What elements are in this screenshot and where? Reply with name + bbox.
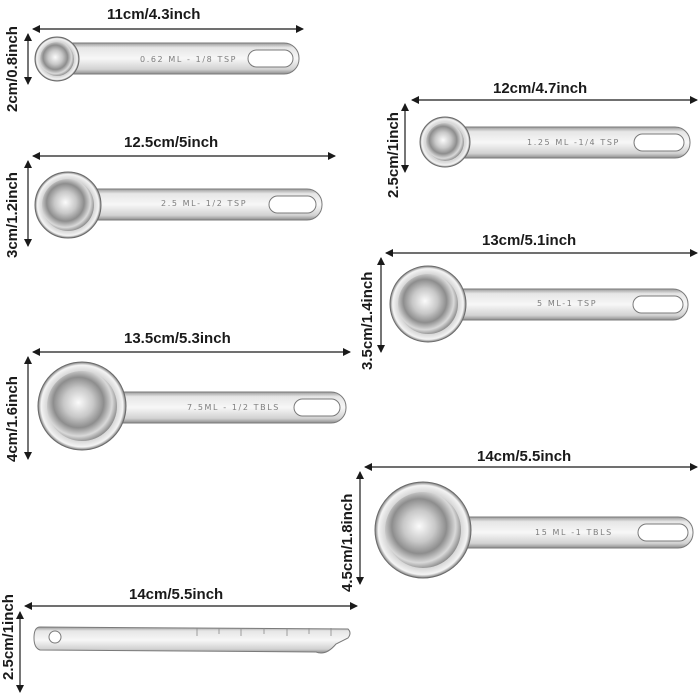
volume-engraving: 2.5 ML- 1/2 TSP: [161, 199, 248, 208]
length-label: 14cm/5.5inch: [477, 448, 572, 465]
length-label: 11cm/4.3inch: [107, 6, 201, 23]
volume-engraving: 0.62 ML - 1/8 TSP: [140, 55, 238, 64]
volume-engraving: 15 ML -1 TBLS: [535, 528, 613, 537]
length-label: 12cm/4.7inch: [493, 80, 588, 97]
volume-engraving: 5 ML-1 TSP: [537, 299, 598, 308]
length-label: 13.5cm/5.3inch: [124, 330, 231, 347]
length-label: 14cm/5.5inch: [129, 586, 224, 603]
volume-engraving: 7.5ML - 1/2 TBLS: [187, 403, 280, 412]
length-label: 13cm/5.1inch: [482, 232, 577, 249]
length-label: 12.5cm/5inch: [124, 134, 219, 151]
volume-engraving: 1.25 ML -1/4 TSP: [527, 138, 620, 147]
